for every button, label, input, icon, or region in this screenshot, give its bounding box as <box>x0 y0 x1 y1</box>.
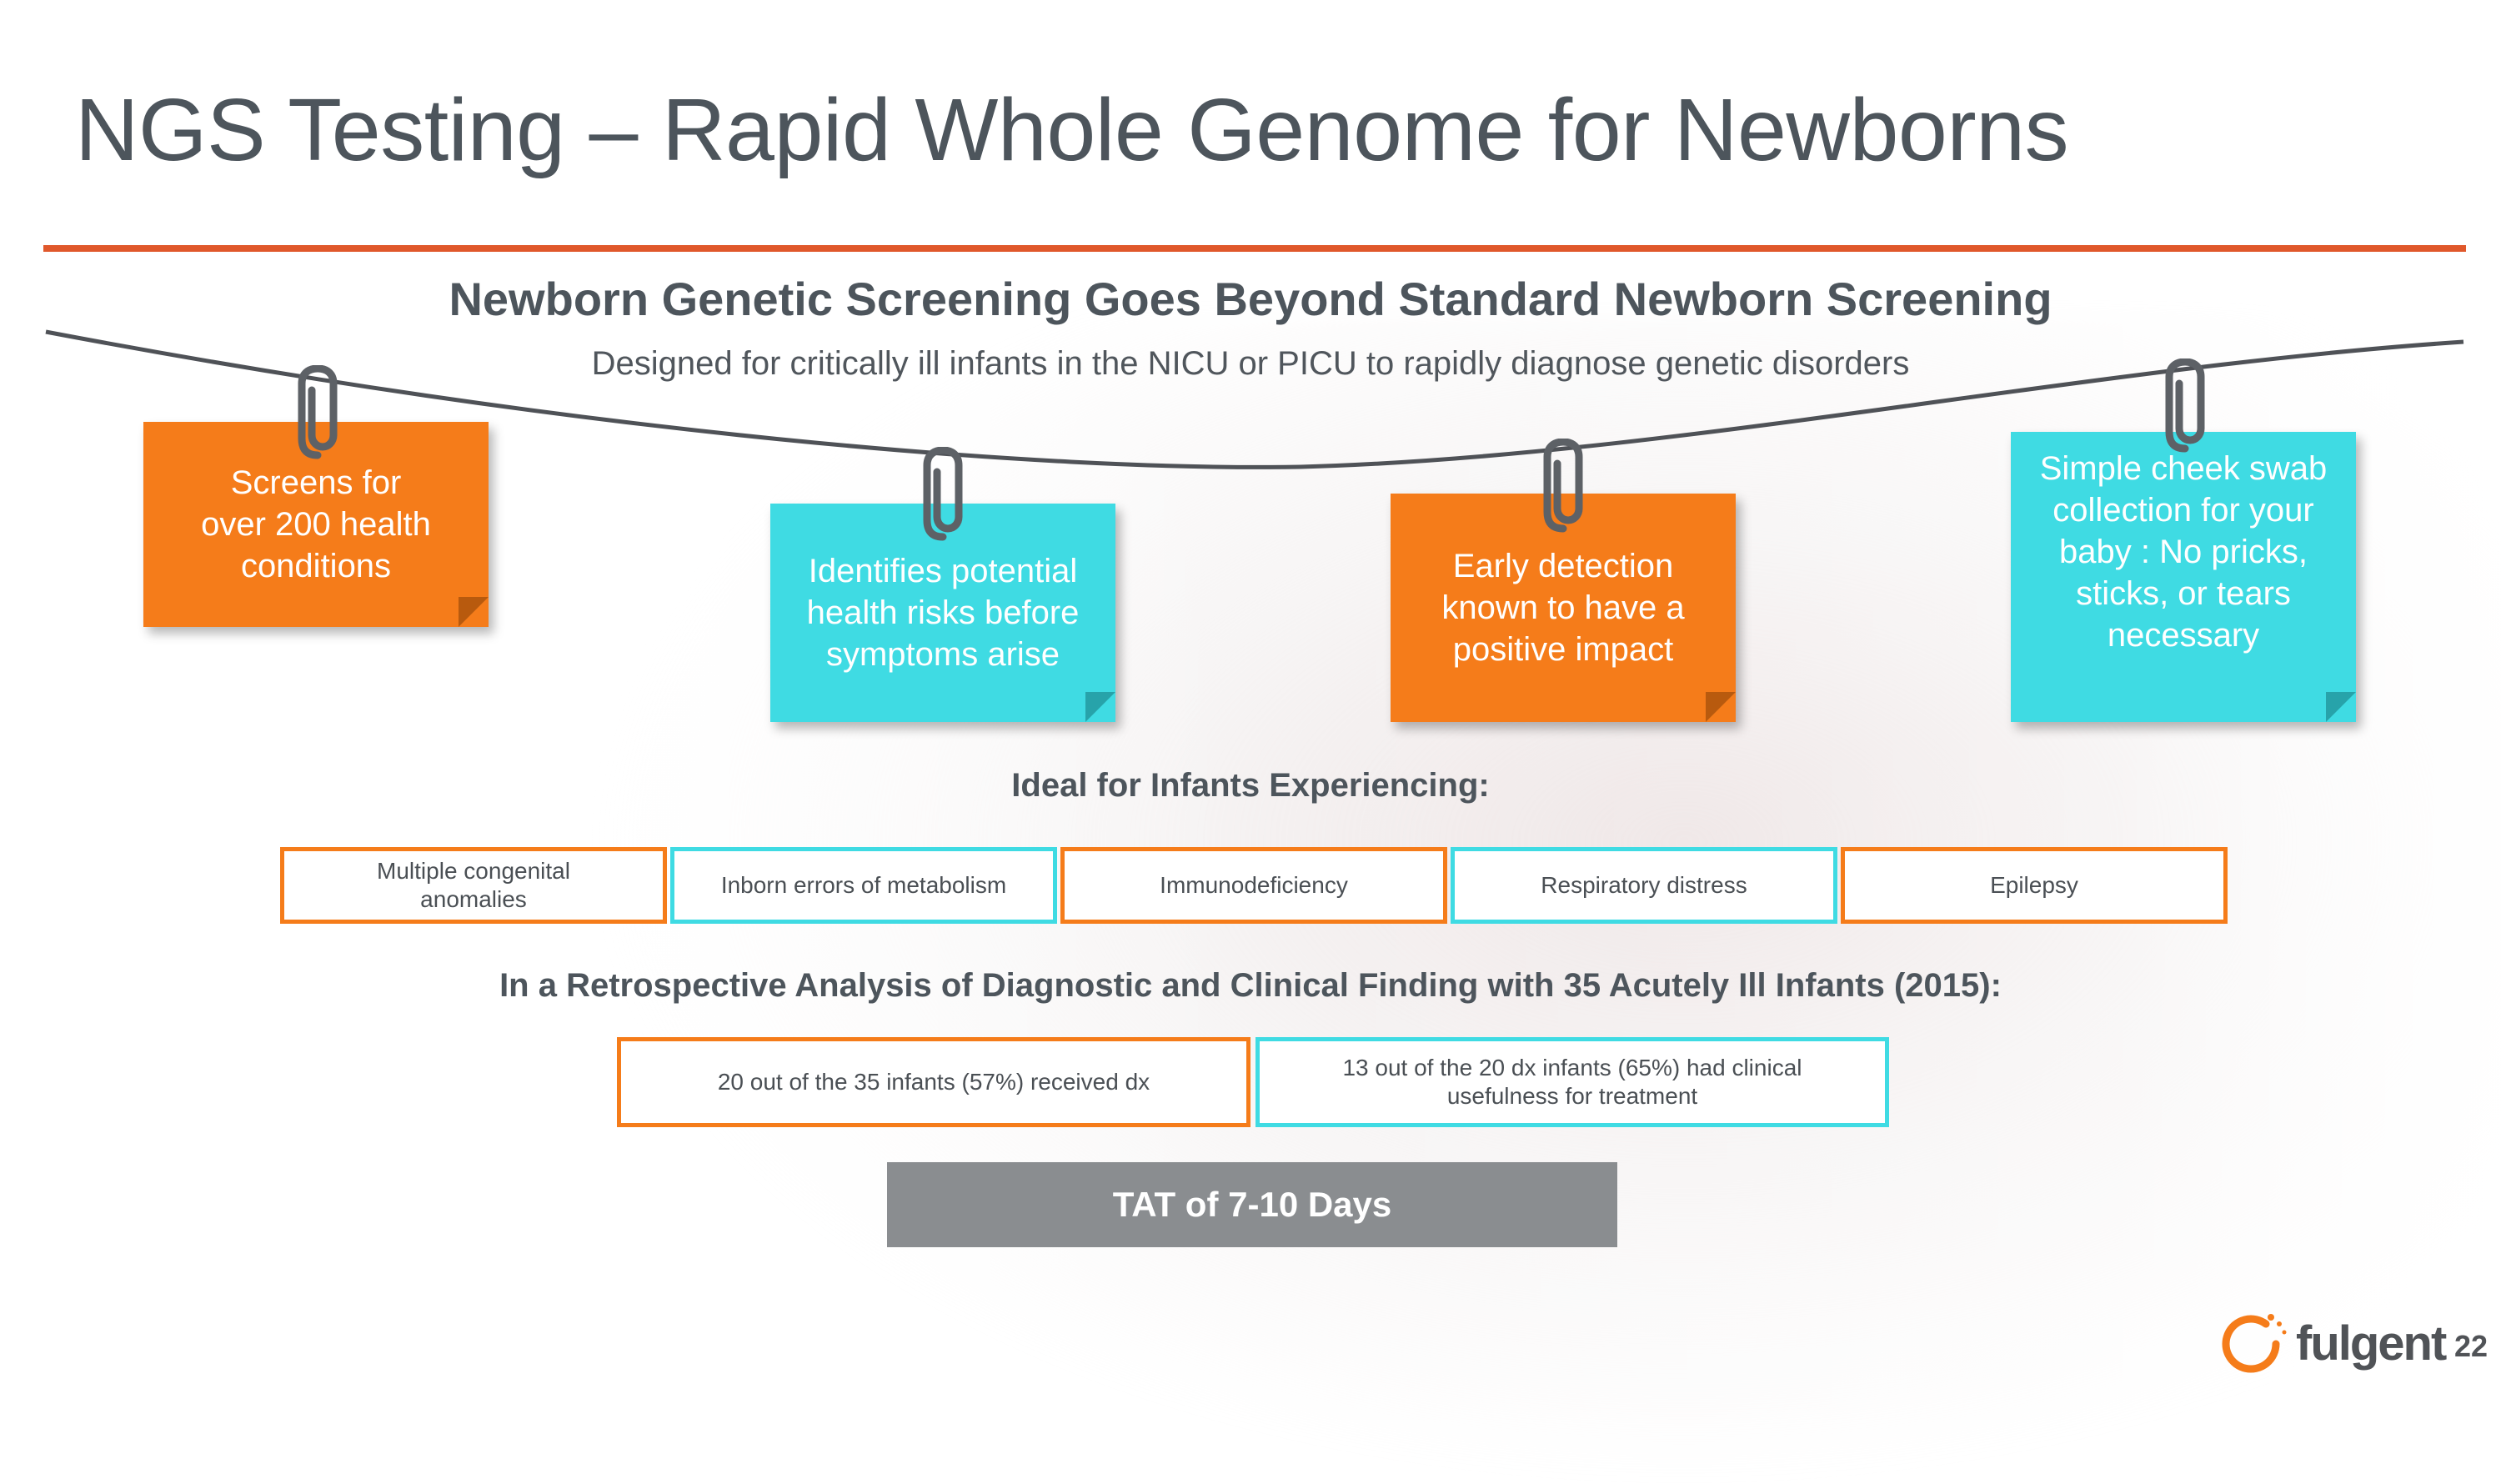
section-heading: Newborn Genetic Screening Goes Beyond St… <box>449 273 2052 325</box>
condition-label: Epilepsy <box>1990 872 2078 898</box>
paperclip-icon <box>2165 358 2205 453</box>
note-card-cheek-swab: Simple cheek swab collection for your ba… <box>2011 432 2356 722</box>
paperclip-icon <box>298 365 338 459</box>
condition-label: Respiratory distress <box>1541 872 1747 898</box>
tat-banner: TAT of 7-10 Days <box>887 1162 1617 1247</box>
note-text: Screens for over 200 health conditions <box>201 464 431 584</box>
section-description: Designed for critically ill infants in t… <box>591 345 1910 382</box>
slide-title: NGS Testing – Rapid Whole Genome for New… <box>75 81 2069 179</box>
fulgent-logo-icon <box>2222 1314 2287 1373</box>
note-fold <box>2326 692 2356 722</box>
note-fold <box>1085 692 1115 722</box>
note-text: Identifies potential health risks before… <box>806 553 1080 673</box>
condition-label: Immunodeficiency <box>1160 872 1348 898</box>
condition-label: Multiple congenital anomalies <box>377 858 570 912</box>
page-number: 22 <box>2454 1329 2488 1363</box>
condition-tag: Immunodeficiency <box>1060 847 1447 924</box>
finding-text: 20 out of the 35 infants (57%) received … <box>717 1069 1150 1095</box>
analysis-heading: In a Retrospective Analysis of Diagnosti… <box>499 967 2002 1004</box>
note-text: Simple cheek swab collection for your ba… <box>2039 450 2328 654</box>
note-fold <box>1706 692 1736 722</box>
condition-label: Inborn errors of metabolism <box>720 872 1007 898</box>
note-card-health-conditions: Screens for over 200 health conditions <box>143 422 489 627</box>
condition-tag: Respiratory distress <box>1451 847 1837 924</box>
note-fold <box>459 597 489 627</box>
logo-wordmark: fulgent <box>2296 1316 2447 1371</box>
ideal-heading: Ideal for Infants Experiencing: <box>1011 767 1490 804</box>
paperclip-icon <box>1543 439 1583 533</box>
condition-tag: Epilepsy <box>1841 847 2228 924</box>
condition-tag: Inborn errors of metabolism <box>670 847 1057 924</box>
note-text: Early detection known to have a positive… <box>1441 548 1685 668</box>
condition-tag: Multiple congenital anomalies <box>280 847 667 924</box>
title-divider <box>43 245 2466 252</box>
finding-box: 13 out of the 20 dx infants (65%) had cl… <box>1256 1037 1889 1127</box>
finding-box: 20 out of the 35 infants (57%) received … <box>617 1037 1250 1127</box>
clothesline <box>45 329 2464 469</box>
paperclip-icon <box>923 447 963 541</box>
finding-text: 13 out of the 20 dx infants (65%) had cl… <box>1342 1055 1802 1109</box>
